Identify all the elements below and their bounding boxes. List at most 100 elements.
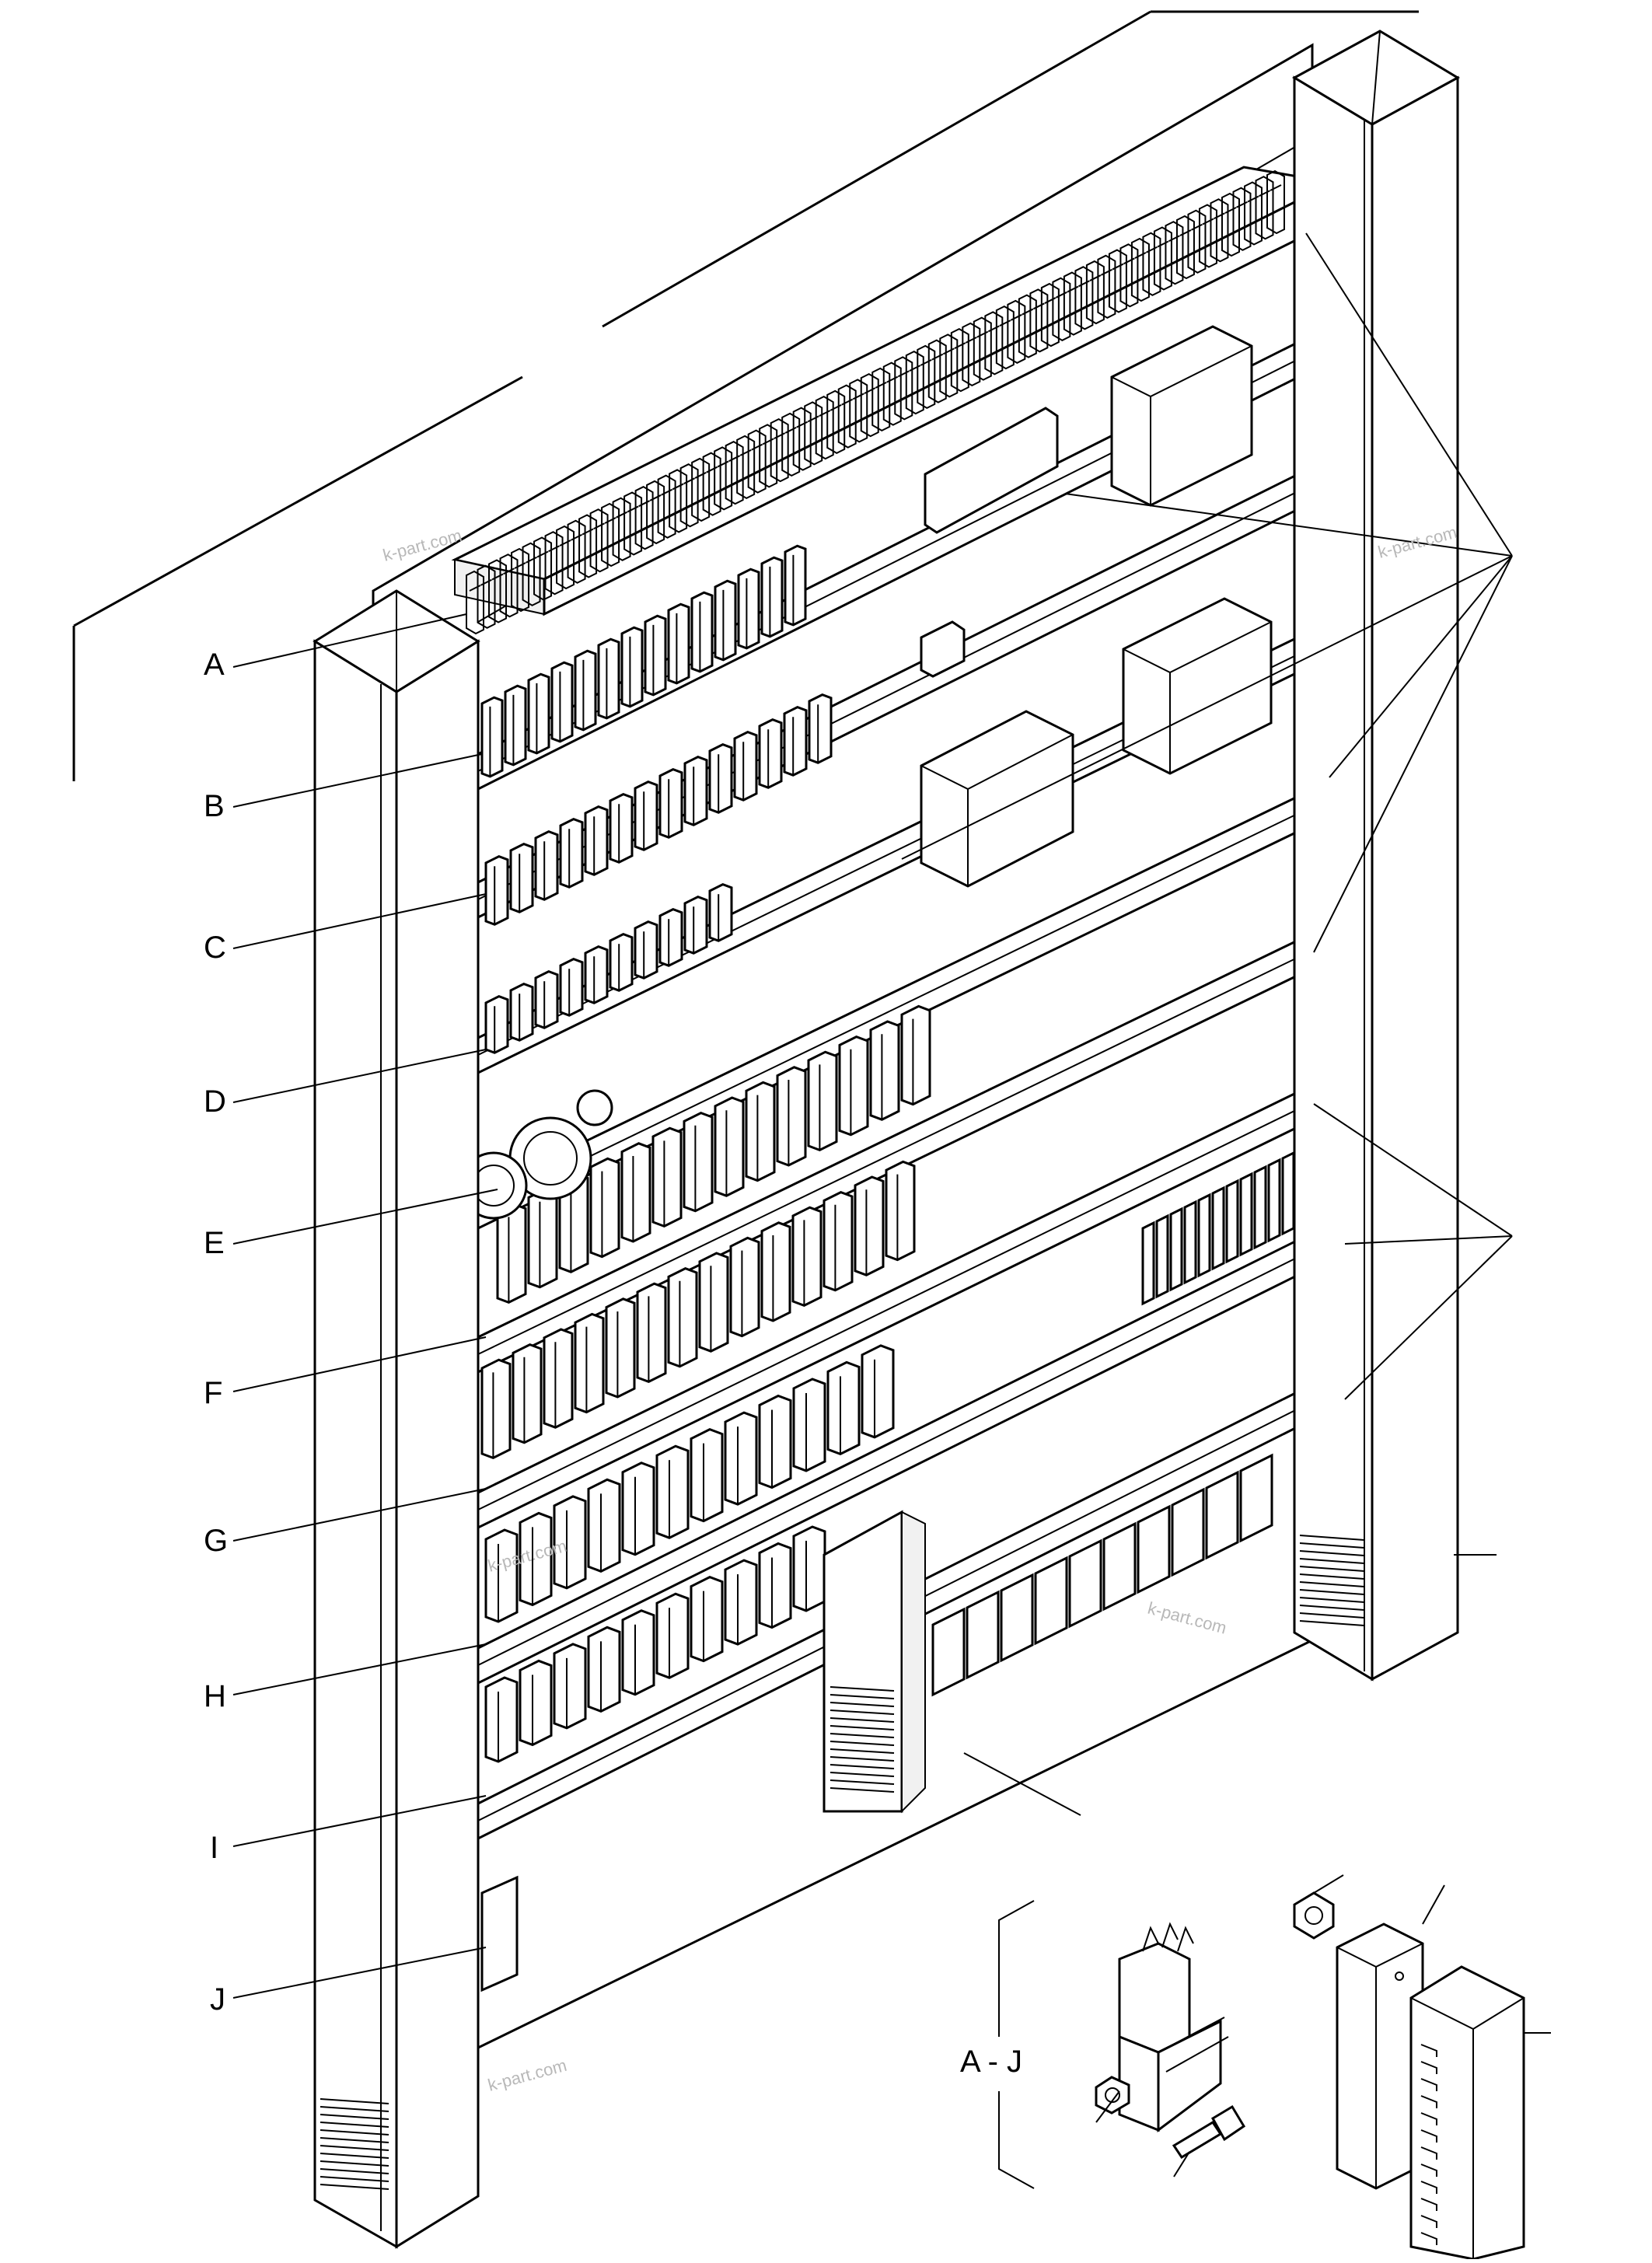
module (484, 1676, 519, 1763)
terminal-block (882, 361, 902, 426)
module (484, 1528, 519, 1623)
module (869, 1020, 900, 1121)
vent-slot (829, 1733, 895, 1738)
relay-block (1281, 1151, 1295, 1236)
terminal-screw (514, 562, 526, 569)
label-I: I (210, 1831, 218, 1865)
terminal-block (634, 486, 654, 550)
hex-nut (1095, 2076, 1130, 2115)
terminal-block (781, 412, 801, 477)
module (714, 1096, 745, 1197)
module (861, 1344, 895, 1439)
module (636, 1282, 667, 1384)
terminal-block (1029, 288, 1049, 353)
left-cable-duct (313, 589, 480, 2249)
module (519, 1511, 553, 1607)
bolt-leader (1173, 2151, 1190, 2177)
terminal-screw (593, 522, 606, 530)
relay-block (1141, 1221, 1155, 1306)
terminal-screw (965, 336, 977, 344)
terminal-block (984, 311, 1004, 375)
duct-slot (1420, 2078, 1437, 2091)
terminal-screw (1168, 235, 1180, 243)
vent-slot (829, 1772, 895, 1777)
module (574, 1312, 605, 1414)
terminal-block (939, 334, 959, 398)
module (620, 1142, 651, 1243)
right-leader-fan-upper (901, 232, 1513, 953)
module (758, 718, 783, 789)
nut-leader (1095, 2090, 1120, 2123)
terminal-screw (807, 415, 819, 423)
terminal-block (612, 497, 631, 561)
module (543, 1328, 574, 1429)
terminal-screw (728, 455, 741, 463)
terminal-screw (1112, 263, 1124, 271)
label-G: G (204, 1524, 228, 1558)
terminal-block (905, 350, 924, 415)
module (527, 1187, 558, 1289)
module (784, 544, 807, 627)
terminal-screw (1032, 302, 1045, 310)
power-supply-1 (1110, 325, 1253, 507)
module (634, 780, 658, 851)
frame-outline (72, 10, 1497, 1556)
vent-slot (829, 1694, 895, 1699)
terminal-screw (627, 505, 639, 513)
terminal-stack-j (480, 1875, 519, 1992)
power-supply-3 (920, 710, 1074, 888)
terminal-screw (526, 556, 537, 564)
row-labels: A B C D E F G H I J (204, 648, 228, 2017)
duct-slot (1420, 2146, 1437, 2160)
terminal-block (533, 536, 553, 601)
terminal-block (1040, 282, 1060, 347)
vent-slot (320, 2176, 389, 2182)
module (854, 1175, 885, 1276)
terminal-screw (954, 342, 966, 349)
module (823, 1190, 854, 1292)
module (966, 1590, 1000, 1680)
duct-slot (1420, 2198, 1437, 2211)
terminal-screw (1224, 207, 1237, 214)
terminal-screw (864, 387, 876, 395)
module (690, 1576, 724, 1663)
terminal-screw (1077, 280, 1090, 288)
terminal-block (725, 441, 744, 505)
module (519, 1659, 553, 1747)
terminal-block (973, 316, 992, 381)
terminal-screw (1202, 218, 1214, 225)
terminal-block (1255, 176, 1274, 240)
vent-slot (320, 2160, 389, 2167)
terminal-screw (1191, 223, 1203, 231)
label-J: J (210, 1982, 225, 2017)
leader-line (232, 1189, 498, 1245)
terminal-screw (774, 432, 786, 440)
module (658, 907, 683, 967)
module (609, 792, 634, 864)
terminal-block (567, 519, 586, 584)
terminal-block (1085, 260, 1105, 325)
label-C: C (204, 931, 226, 965)
terminal-block (917, 344, 936, 409)
relay-block (1169, 1207, 1183, 1292)
terminal-block (792, 407, 812, 471)
module (724, 1559, 758, 1646)
terminal-block (962, 322, 981, 386)
terminal-block (759, 424, 778, 488)
module (1102, 1521, 1137, 1612)
terminal-block (556, 525, 575, 590)
terminal-screw (582, 528, 594, 536)
module (698, 1252, 729, 1353)
terminal-block (837, 384, 857, 449)
module (792, 1378, 826, 1472)
vent-slot (1299, 1566, 1365, 1572)
module (683, 895, 708, 955)
vent-slot (829, 1709, 895, 1715)
terminal-screw (976, 330, 989, 338)
module (644, 614, 667, 697)
terminal-block (1153, 226, 1172, 291)
vent-slot (829, 1748, 895, 1754)
module (559, 957, 584, 1017)
vent-slot (829, 1702, 895, 1707)
terminal-block (1119, 243, 1139, 308)
